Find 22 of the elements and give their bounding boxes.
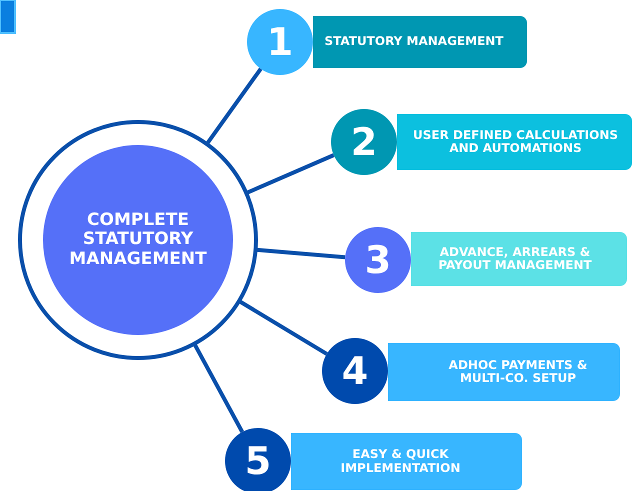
- step-number: 4: [342, 352, 368, 390]
- step-label: EASY & QUICK IMPLEMENTATION: [340, 448, 462, 475]
- step-label: ADVANCE, ARREARS & PAYOUT MANAGEMENT: [437, 246, 593, 272]
- label-bar: [388, 343, 620, 401]
- step-label: STATUTORY MANAGEMENT: [324, 35, 504, 49]
- connector-line: [245, 153, 335, 195]
- connector-line: [238, 299, 328, 356]
- label-bar: [313, 16, 527, 68]
- number-circle: [225, 428, 291, 491]
- step-label: USER DEFINED CALCULATIONS AND AUTOMATIONS: [412, 128, 620, 156]
- step-number: 5: [244, 442, 272, 480]
- hub-title: COMPLETE STATUTORY MANAGEMENT: [68, 210, 208, 270]
- step-number: 2: [350, 123, 378, 161]
- label-bar: [397, 114, 632, 170]
- label-bar: [291, 433, 522, 490]
- connector-line: [205, 68, 262, 146]
- step-label: ADHOC PAYMENTS & MULTI-CO. SETUP: [448, 358, 588, 386]
- step-number: 3: [364, 241, 392, 279]
- connector-line: [192, 342, 244, 433]
- connector-line: [255, 248, 346, 260]
- label-bar: [411, 232, 627, 286]
- step-number: 1: [266, 23, 294, 61]
